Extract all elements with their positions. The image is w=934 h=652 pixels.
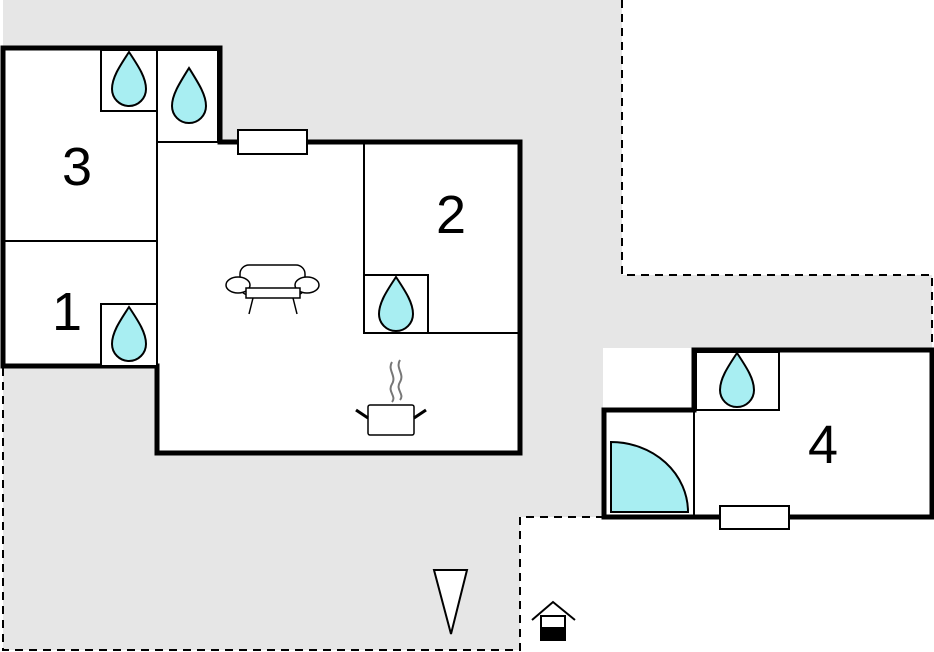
window-icon xyxy=(237,129,308,155)
room-2-label: 2 xyxy=(436,185,466,245)
room-3-label: 3 xyxy=(62,137,92,197)
window-icon xyxy=(719,505,790,530)
property-boundary-south xyxy=(2,368,603,651)
cooking-pot-icon xyxy=(355,359,427,436)
property-boundary xyxy=(621,0,933,348)
water-drop-icon xyxy=(377,275,415,332)
water-drop-icon xyxy=(110,305,148,362)
room-4-label: 4 xyxy=(808,415,838,475)
water-drop-icon xyxy=(110,50,148,107)
room-1-label: 1 xyxy=(52,282,82,342)
water-drop-icon xyxy=(718,351,756,408)
shower-icon xyxy=(610,440,690,513)
house-entrance-icon xyxy=(531,600,576,641)
water-drop-icon xyxy=(170,66,208,124)
north-arrow-icon xyxy=(432,569,469,635)
sofa-icon xyxy=(225,264,320,315)
